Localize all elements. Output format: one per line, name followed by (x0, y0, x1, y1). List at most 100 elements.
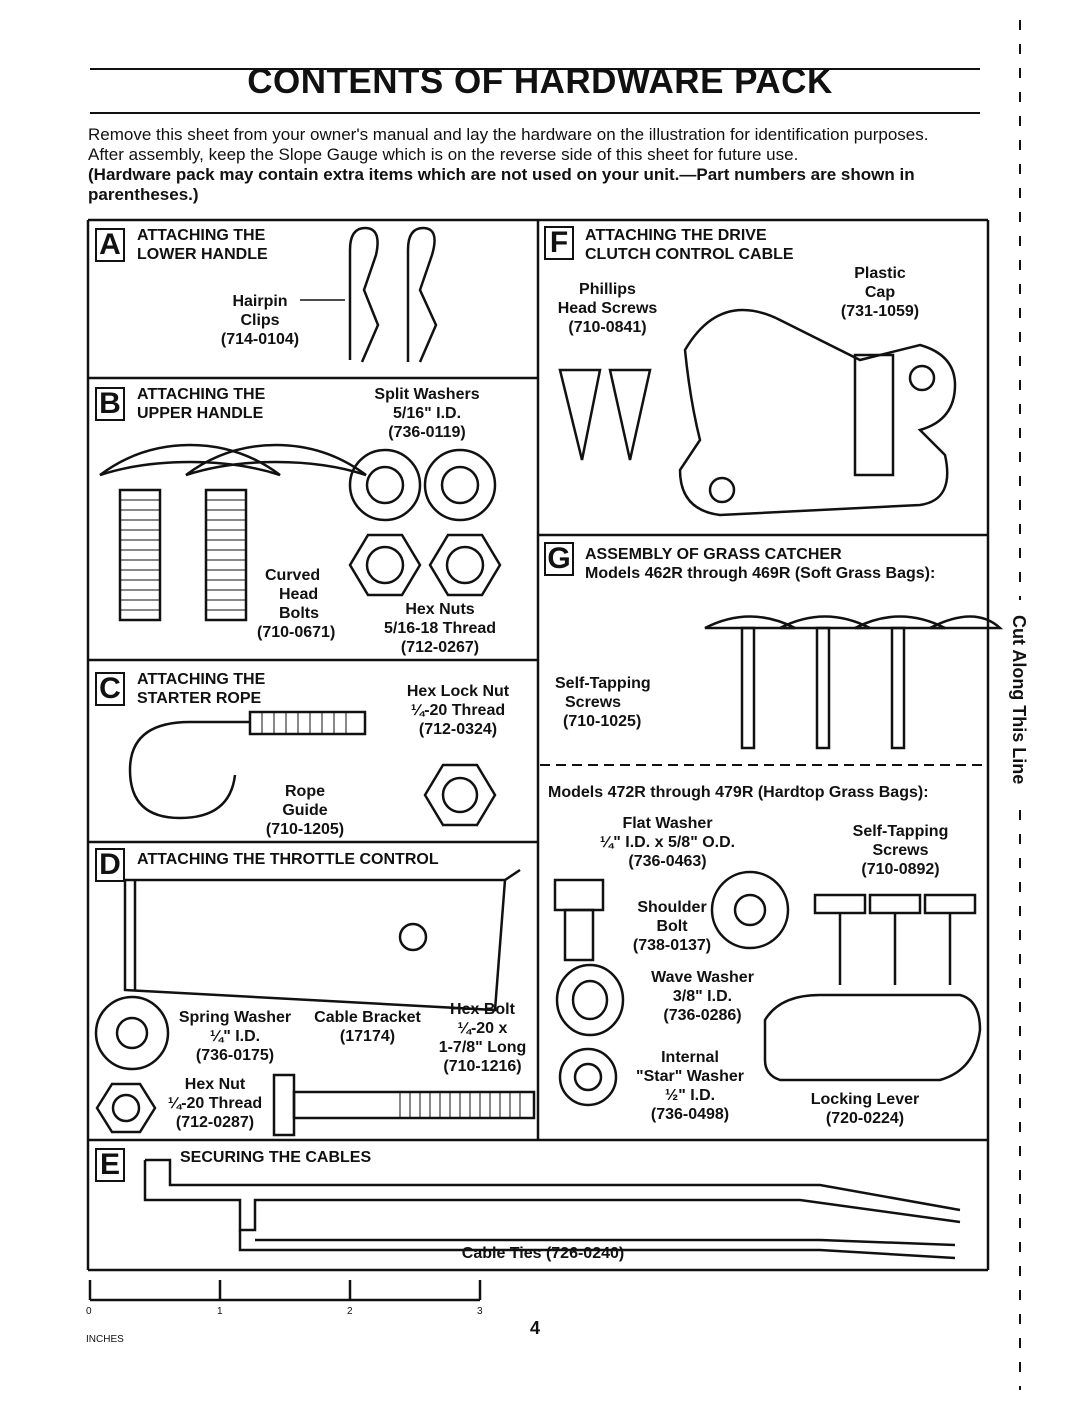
page-title: CONTENTS OF HARDWARE PACK (247, 62, 833, 101)
soft-bags-models: Models 462R through 469R (Soft Grass Bag… (585, 565, 936, 582)
hairpin-part-no: (714-0104) (220, 331, 300, 348)
soft-self-tapping-label-1: Self-Tapping (555, 675, 651, 692)
ruler-label-0: 0 (86, 1306, 92, 1317)
section-c-letter: C (95, 672, 125, 706)
hardtop-bags-models: Models 472R through 479R (Hardtop Grass … (548, 784, 929, 801)
section-c-heading-2: STARTER ROPE (137, 690, 262, 707)
phillips-screws-label: Phillips Head Screws (710-0841) (545, 280, 670, 337)
hex-nut-label-2: ¼-20 Thread (167, 1095, 263, 1112)
locking-lever-label: Locking Lever (720-0224) (800, 1090, 930, 1128)
plastic-cap-part-no: (731-1059) (840, 303, 920, 320)
locking-lever-label-1: Locking Lever (810, 1091, 920, 1108)
ruler-label-2: 2 (347, 1306, 353, 1317)
plastic-cap-label-1: Plastic (854, 265, 906, 282)
intro-bold: (Hardware pack may contain extra items w… (88, 165, 915, 204)
ruler-unit: INCHES (86, 1334, 124, 1345)
hex-lock-nut-label-2: ¼-20 Thread (410, 702, 506, 719)
hairpin-label-2: Clips (240, 312, 280, 329)
section-e-letter: E (95, 1148, 125, 1182)
flat-washer-label-2: ¼" I.D. x 5/8" O.D. (599, 834, 736, 851)
curved-bolt-label: Curved Head Bolts (710-0671) (257, 566, 335, 642)
soft-self-tapping-label: Self-Tapping Screws (710-1025) (555, 674, 651, 731)
curved-bolt-label-1: Curved (265, 567, 321, 584)
hex-bolt-label-3: 1-7/8" Long (438, 1039, 527, 1056)
hex-nuts-label: Hex Nuts 5/16-18 Thread (712-0267) (380, 600, 500, 657)
hex-nuts-label-1: Hex Nuts (405, 601, 475, 618)
flat-washer-part-no: (736-0463) (628, 853, 707, 870)
section-g-letter: G (544, 542, 574, 576)
split-washer-label-2: 5/16" I.D. (392, 405, 462, 422)
hardtop-self-tapping-label-1: Self-Tapping (852, 823, 949, 840)
section-c-heading: ATTACHING THE STARTER ROPE (137, 670, 265, 708)
section-g-heading: ASSEMBLY OF GRASS CATCHER (585, 546, 842, 563)
wave-washer-label-1: Wave Washer (651, 969, 754, 986)
star-washer-label: Internal "Star" Washer ½" I.D. (736-0498… (620, 1048, 760, 1124)
wave-washer-label-2: 3/8" I.D. (672, 988, 733, 1005)
hardtop-self-tapping-label: Self-Tapping Screws (710-0892) (838, 822, 963, 879)
title-rule-bottom (90, 112, 980, 114)
hex-nut-label: Hex Nut ¼-20 Thread (712-0287) (160, 1075, 270, 1132)
section-f-heading: ATTACHING THE DRIVE CLUTCH CONTROL CABLE (585, 226, 794, 264)
spring-washer-label-2: ¼" I.D. (209, 1028, 261, 1045)
hex-bolt-part-no: (710-1216) (443, 1058, 522, 1075)
section-b-heading-2: UPPER HANDLE (137, 405, 264, 422)
hairpin-clip (348, 226, 380, 363)
intro-text: Remove this sheet from your owner's manu… (88, 125, 993, 205)
plastic-cap-label: Plastic Cap (731-1059) (825, 264, 935, 321)
wave-washer-part-no: (736-0286) (663, 1007, 742, 1024)
cable-bracket-part-no: (17174) (339, 1028, 396, 1045)
section-b-letter: B (95, 387, 125, 421)
section-b-heading-1: ATTACHING THE (137, 386, 266, 403)
section-b-heading: ATTACHING THE UPPER HANDLE (137, 385, 265, 423)
curved-bolt-label-3: Bolts (279, 605, 319, 622)
section-e-heading: SECURING THE CABLES (180, 1149, 372, 1166)
shoulder-bolt-part-no: (738-0137) (632, 937, 712, 954)
section-a-heading-2: LOWER HANDLE (137, 246, 268, 263)
rope-guide-label-1: Rope (285, 783, 325, 800)
hex-lock-nut-label-1: Hex Lock Nut (406, 683, 510, 700)
soft-self-tapping-label-2: Screws (565, 694, 622, 711)
section-d-letter: D (95, 848, 125, 882)
spring-washer-label: Spring Washer ¼" I.D. (736-0175) (170, 1008, 300, 1065)
hairpin-label: Hairpin Clips (714-0104) (215, 292, 305, 349)
shoulder-bolt-label-1: Shoulder (637, 899, 707, 916)
section-a-heading: ATTACHING THE LOWER HANDLE (137, 226, 268, 264)
star-washer-label-1: Internal (661, 1049, 719, 1066)
spring-washer-label-1: Spring Washer (178, 1009, 292, 1026)
page-number: 4 (530, 1318, 541, 1338)
hairpin-label-1: Hairpin (232, 293, 288, 310)
phillips-screws-label-1: Phillips (579, 281, 636, 298)
rope-guide-part-no: (710-1205) (265, 821, 345, 838)
cable-ties-label: Cable Ties (726-0240) (461, 1245, 625, 1262)
flat-washer-label-1: Flat Washer (622, 815, 713, 832)
section-a-letter: A (95, 228, 125, 262)
soft-self-tapping-part-no: (710-1025) (563, 713, 642, 730)
section-f-heading-2: CLUTCH CONTROL CABLE (585, 246, 794, 263)
flat-washer-label: Flat Washer ¼" I.D. x 5/8" O.D. (736-046… (580, 814, 755, 871)
section-a-heading-1: ATTACHING THE (137, 227, 266, 244)
cut-line-text: Cut Along This Line (1009, 615, 1029, 785)
section-d-heading: ATTACHING THE THROTTLE CONTROL (137, 851, 439, 868)
cable-bracket-label: Cable Bracket (17174) (305, 1008, 430, 1046)
shoulder-bolt-label-2: Bolt (656, 918, 688, 935)
intro-line-2: After assembly, keep the Slope Gauge whi… (88, 145, 799, 164)
shoulder-bolt-label: Shoulder Bolt (738-0137) (622, 898, 722, 955)
star-washer-part-no: (736-0498) (650, 1106, 730, 1123)
phillips-screws-label-2: Head Screws (557, 300, 658, 317)
hardtop-self-tapping-part-no: (710-0892) (861, 861, 940, 878)
locking-lever-part-no: (720-0224) (825, 1110, 905, 1127)
split-washer-label-1: Split Washers (374, 386, 480, 403)
rope-guide-label-2: Guide (282, 802, 328, 819)
star-washer-label-3: ½" I.D. (664, 1087, 716, 1104)
wave-washer-label: Wave Washer 3/8" I.D. (736-0286) (640, 968, 765, 1025)
hex-nuts-label-2: 5/16-18 Thread (383, 620, 497, 637)
curved-bolt-part-no: (710-0671) (257, 624, 336, 641)
hex-bolt-label-1: Hex Bolt (450, 1001, 515, 1018)
hairpin-clip (406, 226, 438, 363)
star-washer-label-2: "Star" Washer (636, 1068, 744, 1085)
split-washer-part-no: (736-0119) (388, 424, 466, 441)
hex-nut-label-1: Hex Nut (184, 1076, 246, 1093)
plastic-cap-label-2: Cap (864, 284, 896, 301)
section-f-heading-1: ATTACHING THE DRIVE (585, 227, 767, 244)
